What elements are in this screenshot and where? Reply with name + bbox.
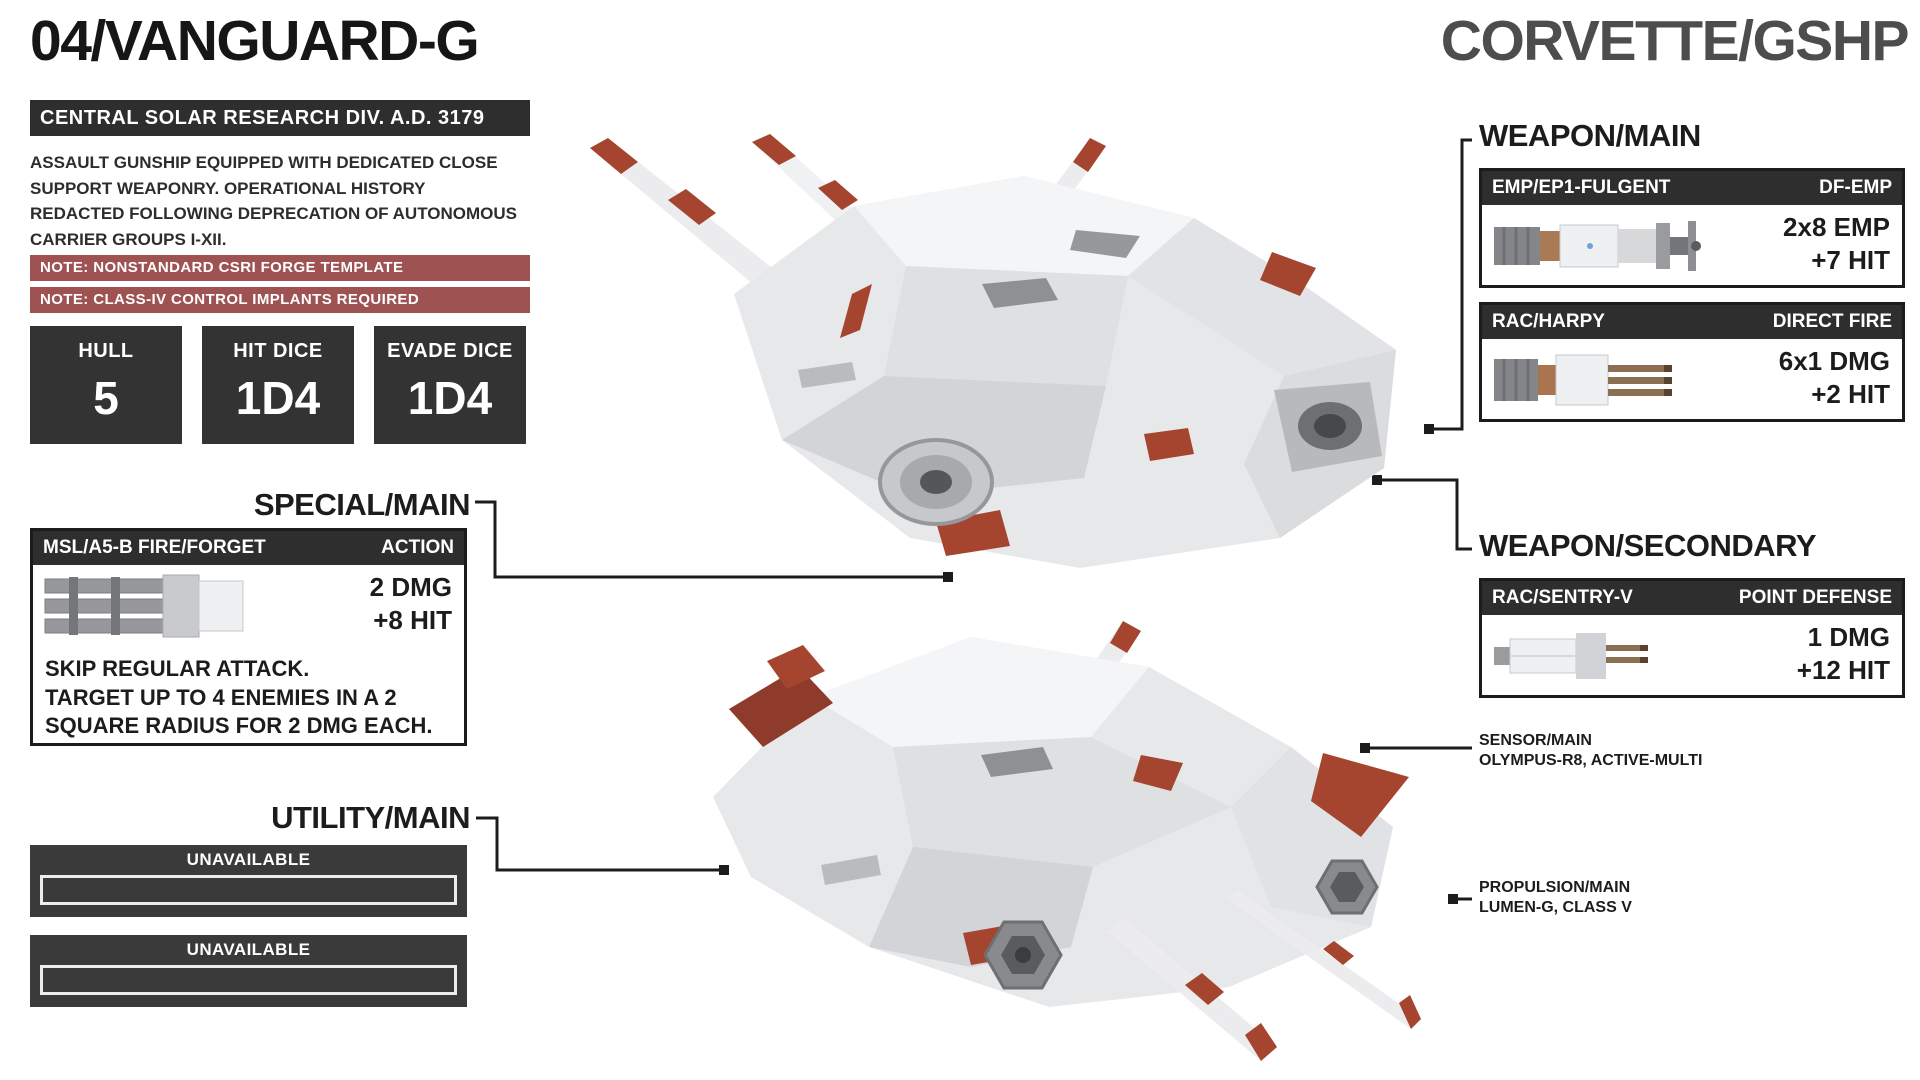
weapon-stats: 6x1 DMG +2 HIT bbox=[1779, 345, 1890, 410]
section-heading-special-main: SPECIAL/MAIN bbox=[253, 487, 471, 522]
stat-label: HIT DICE bbox=[233, 340, 323, 362]
emp-weapon-render bbox=[1494, 221, 1701, 271]
utility-slot-2: UNAVAILABLE bbox=[30, 935, 467, 1007]
special-card-header: MSL/A5-B FIRE/FORGET ACTION bbox=[33, 531, 464, 565]
weapon-card-sentry: RAC/SENTRY-V POINT DEFENSE 1 DMG +12 HIT bbox=[1479, 578, 1905, 698]
missile-launcher-render bbox=[44, 574, 244, 638]
autocannon-render bbox=[1494, 354, 1672, 406]
note-banner-2: NOTE: CLASS-IV CONTROL IMPLANTS REQUIRED bbox=[30, 287, 530, 313]
section-heading-utility-main: UTILITY/MAIN bbox=[271, 800, 470, 835]
callout-title: SENSOR/MAIN bbox=[1479, 732, 1592, 749]
callout-subtitle: OLYMPUS-R8, ACTIVE-MULTI bbox=[1479, 752, 1703, 769]
special-stats: 2 DMG +8 HIT bbox=[370, 571, 452, 636]
weapon-name: EMP/EP1-FULGENT bbox=[1492, 177, 1671, 198]
point-defense-render bbox=[1494, 633, 1648, 679]
weapon-card-header: RAC/HARPY DIRECT FIRE bbox=[1482, 305, 1902, 339]
propulsion-callout: PROPULSION/MAIN LUMEN-G, CLASS V bbox=[1479, 878, 1632, 918]
weapon-card-harpy: RAC/HARPY DIRECT FIRE 6x1 DMG +2 HIT bbox=[1479, 302, 1905, 422]
weapon-stats: 2x8 EMP +7 HIT bbox=[1783, 211, 1890, 276]
org-banner: CENTRAL SOLAR RESEARCH DIV. A.D. 3179 bbox=[30, 100, 530, 136]
utility-empty-slot-frame bbox=[40, 965, 457, 995]
weapon-stats: 1 DMG +12 HIT bbox=[1797, 621, 1890, 686]
section-heading-weapon-main: WEAPON/MAIN bbox=[1479, 118, 1701, 153]
ship-render-bottom bbox=[713, 621, 1421, 1061]
weapon-name: RAC/HARPY bbox=[1492, 311, 1605, 332]
ship-render-top bbox=[590, 134, 1396, 568]
note-banner-1: NOTE: NONSTANDARD CSRI FORGE TEMPLATE bbox=[30, 255, 530, 281]
utility-slot-label: UNAVAILABLE bbox=[186, 850, 311, 869]
utility-slot-label: UNAVAILABLE bbox=[186, 940, 311, 959]
weapon-stat-hit: +12 HIT bbox=[1796, 654, 1890, 685]
special-type: ACTION bbox=[381, 537, 454, 558]
weapon-stat-hit: +7 HIT bbox=[1811, 244, 1890, 275]
special-name: MSL/A5-B FIRE/FORGET bbox=[43, 537, 266, 558]
weapon-name: RAC/SENTRY-V bbox=[1492, 587, 1633, 608]
weapon-stat-hit: +2 HIT bbox=[1811, 378, 1890, 409]
weapon-stat-dmg: 1 DMG bbox=[1807, 622, 1890, 652]
ship-description: ASSAULT GUNSHIP EQUIPPED WITH DEDICATED … bbox=[30, 153, 518, 249]
utility-empty-slot-frame bbox=[40, 875, 457, 905]
stat-value: 5 bbox=[93, 372, 119, 424]
weapon-card-header: EMP/EP1-FULGENT DF-EMP bbox=[1482, 171, 1902, 205]
callout-subtitle: LUMEN-G, CLASS V bbox=[1479, 899, 1632, 916]
ship-designation-title: 04/VANGUARD-G bbox=[30, 9, 480, 73]
special-rules-text: SKIP REGULAR ATTACK. TARGET UP TO 4 ENEM… bbox=[45, 656, 433, 739]
weapon-type: POINT DEFENSE bbox=[1738, 587, 1892, 608]
stat-label: EVADE DICE bbox=[387, 340, 513, 362]
stat-value: 1D4 bbox=[407, 372, 493, 424]
utility-slot-1: UNAVAILABLE bbox=[30, 845, 467, 917]
weapon-type: DIRECT FIRE bbox=[1772, 311, 1892, 332]
stat-hit-dice: HIT DICE 1D4 bbox=[202, 326, 354, 444]
stat-hull: HULL 5 bbox=[30, 326, 182, 444]
weapon-stat-dmg: 6x1 DMG bbox=[1778, 346, 1890, 376]
special-weapon-card: MSL/A5-B FIRE/FORGET ACTION 2 DMG +8 HIT… bbox=[30, 528, 467, 746]
weapon-type: DF-EMP bbox=[1819, 177, 1892, 198]
special-stat-hit: +8 HIT bbox=[373, 604, 452, 635]
stat-evade-dice: EVADE DICE 1D4 bbox=[374, 326, 526, 444]
callout-title: PROPULSION/MAIN bbox=[1479, 879, 1631, 896]
ship-class-title: CORVETTE/GSHP bbox=[1440, 9, 1910, 73]
stat-label: HULL bbox=[78, 340, 134, 362]
stat-value: 1D4 bbox=[235, 372, 321, 424]
section-heading-weapon-secondary: WEAPON/SECONDARY bbox=[1479, 528, 1817, 563]
weapon-card-header: RAC/SENTRY-V POINT DEFENSE bbox=[1482, 581, 1902, 615]
weapon-stat-dmg: 2x8 EMP bbox=[1783, 212, 1890, 242]
sensor-callout: SENSOR/MAIN OLYMPUS-R8, ACTIVE-MULTI bbox=[1479, 731, 1702, 771]
special-stat-dmg: 2 DMG bbox=[369, 572, 452, 602]
weapon-card-emp: EMP/EP1-FULGENT DF-EMP 2x8 EMP +7 HIT bbox=[1479, 168, 1905, 288]
